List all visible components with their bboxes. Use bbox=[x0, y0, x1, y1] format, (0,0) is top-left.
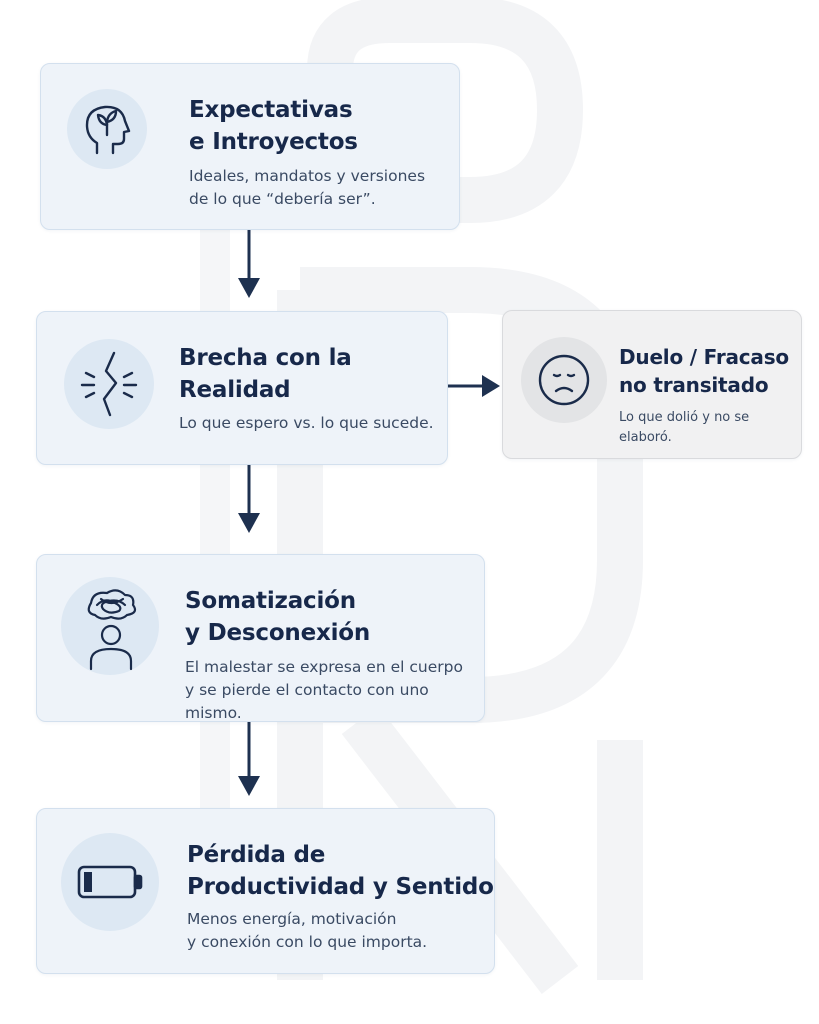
arrow-down bbox=[234, 722, 264, 798]
step-card-perdida: Pérdida de Productividad y Sentido Menos… bbox=[36, 808, 495, 974]
crack-icon bbox=[64, 339, 154, 429]
tangled-thoughts-person-icon bbox=[61, 577, 159, 675]
head-plant-icon bbox=[67, 89, 147, 169]
low-battery-icon bbox=[61, 833, 159, 931]
step-title: Brecha con la Realidad bbox=[179, 345, 352, 403]
side-card-duelo: Duelo / Fracaso no transitado Lo que dol… bbox=[502, 310, 802, 459]
side-description: Lo que dolió y no se elaboró. bbox=[619, 410, 750, 445]
step-description: Ideales, mandatos y versiones de lo que … bbox=[189, 167, 426, 208]
arrow-right bbox=[448, 372, 502, 400]
arrow-down bbox=[234, 465, 264, 535]
step-card-expectativas: Expectativas e Introyectos Ideales, mand… bbox=[40, 63, 460, 230]
step-description: El malestar se expresa en el cuerpo y se… bbox=[185, 658, 463, 722]
step-description: Lo que espero vs. lo que sucede. bbox=[179, 414, 434, 432]
step-title: Pérdida de Productividad y Sentido bbox=[187, 842, 494, 900]
sad-face-icon bbox=[521, 337, 607, 423]
side-title: Duelo / Fracaso no transitado bbox=[619, 345, 789, 397]
step-title: Somatización y Desconexión bbox=[185, 588, 371, 646]
step-title: Expectativas e Introyectos bbox=[189, 97, 358, 155]
step-card-somatizacion: Somatización y Desconexión El malestar s… bbox=[36, 554, 485, 722]
arrow-down bbox=[234, 230, 264, 300]
step-card-brecha: Brecha con la Realidad Lo que espero vs.… bbox=[36, 311, 448, 465]
step-description: Menos energía, motivación y conexión con… bbox=[187, 910, 428, 951]
